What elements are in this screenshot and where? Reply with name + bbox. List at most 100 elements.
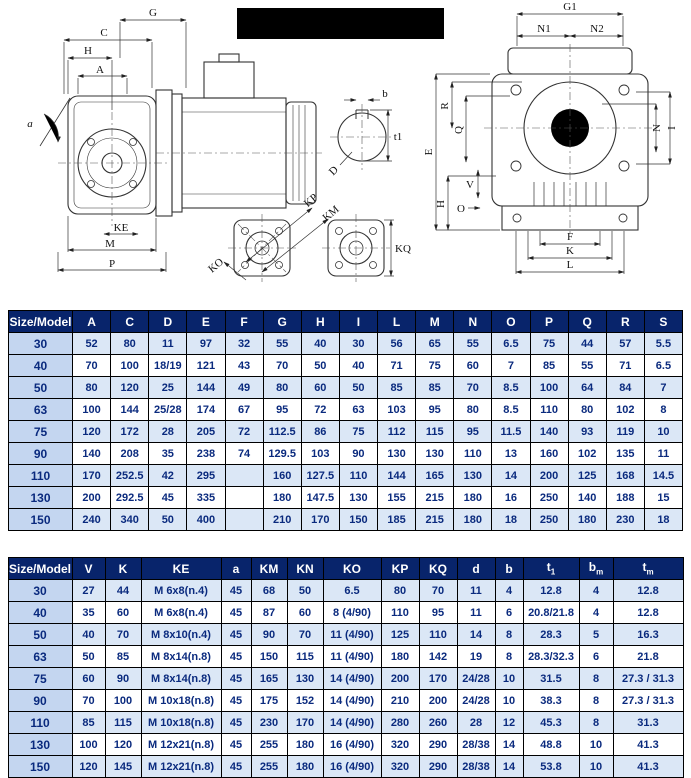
dim-label-v: V xyxy=(466,179,474,191)
cell: 27 xyxy=(71,579,106,602)
cell: 130 xyxy=(376,442,417,465)
cell: 140 xyxy=(71,442,112,465)
cell: 20.8/21.8 xyxy=(522,601,580,624)
cell: 80 xyxy=(110,332,150,355)
dim-label-h-left: H xyxy=(84,45,92,57)
cell: 55 xyxy=(453,332,493,355)
cell: M 10x18(n.8) xyxy=(140,689,222,712)
cell: 180 xyxy=(262,486,302,509)
row-model: 50 xyxy=(8,376,73,399)
dim-label-i: I xyxy=(666,126,678,130)
cell: 8 xyxy=(578,689,614,712)
cell: 85 xyxy=(376,376,417,399)
cell: 45 xyxy=(148,486,188,509)
cell: 230 xyxy=(605,508,645,531)
cell: 340 xyxy=(110,508,150,531)
cell: 8 xyxy=(494,623,524,646)
cell: 240 xyxy=(71,508,112,531)
cell: 45 xyxy=(220,645,252,668)
cell: 41.3 xyxy=(612,733,684,756)
cell: 4 xyxy=(494,579,524,602)
cell: 152 xyxy=(286,689,324,712)
column-header: KE xyxy=(140,557,222,580)
technical-drawing-panel: G C H A a KE M P b t1 D xyxy=(0,0,691,300)
cell: 145 xyxy=(104,755,142,778)
cell: 72 xyxy=(224,420,264,443)
cell: 97 xyxy=(186,332,226,355)
cell: 100 xyxy=(71,733,106,756)
dim-label-m: M xyxy=(105,238,115,250)
dim-label-t1: t1 xyxy=(394,131,403,143)
cell: 210 xyxy=(262,508,302,531)
cell: M 12x21(n.8) xyxy=(140,755,222,778)
cell: 24/28 xyxy=(456,667,496,690)
cell: 85 xyxy=(415,376,455,399)
cell: 65 xyxy=(415,332,455,355)
cell: 8.5 xyxy=(491,376,531,399)
cell: 180 xyxy=(286,733,324,756)
cell: 150 xyxy=(338,508,379,531)
cell: 71 xyxy=(605,354,645,377)
cell: 60 xyxy=(300,376,340,399)
cell: 41.3 xyxy=(612,755,684,778)
cell: 180 xyxy=(567,508,607,531)
cell: M 10x18(n.8) xyxy=(140,711,222,734)
cell: 100 xyxy=(110,354,150,377)
cell: 160 xyxy=(529,442,569,465)
cell: 115 xyxy=(286,645,324,668)
cell: 32 xyxy=(224,332,264,355)
cell: 93 xyxy=(567,420,607,443)
cell: 14 (4/90) xyxy=(322,667,382,690)
cell: 43 xyxy=(224,354,264,377)
cell: 14 xyxy=(456,623,496,646)
cell: 130 xyxy=(286,667,324,690)
column-header: N xyxy=(453,310,493,333)
rear-view xyxy=(491,47,649,231)
column-header: Q xyxy=(567,310,607,333)
cell: 85 xyxy=(529,354,569,377)
cell: 115 xyxy=(104,711,142,734)
cell: 56 xyxy=(376,332,417,355)
cell: 7 xyxy=(491,354,531,377)
cell: 110 xyxy=(338,464,379,487)
row-model: 75 xyxy=(8,420,73,443)
cell: 174 xyxy=(186,398,226,421)
cell: 208 xyxy=(110,442,150,465)
cell: 6 xyxy=(578,645,614,668)
cell: 142 xyxy=(418,645,458,668)
cell: 175 xyxy=(250,689,288,712)
cell: 210 xyxy=(380,689,420,712)
cell: 170 xyxy=(300,508,340,531)
cell: 16 (4/90) xyxy=(322,733,382,756)
cell: 170 xyxy=(71,464,112,487)
cell: 16 (4/90) xyxy=(322,755,382,778)
column-header: R xyxy=(605,310,645,333)
dim-label-n1: N1 xyxy=(537,23,550,35)
cell: 18 xyxy=(643,508,684,531)
cell: 28/38 xyxy=(456,755,496,778)
cell: 10 xyxy=(494,689,524,712)
column-header: S xyxy=(643,310,684,333)
cell: 290 xyxy=(418,733,458,756)
rear-view-centerlines xyxy=(484,44,654,236)
cell: 160 xyxy=(262,464,302,487)
cell: 49 xyxy=(224,376,264,399)
cell: 14.5 xyxy=(643,464,684,487)
cell: 8 xyxy=(578,667,614,690)
dim-label-l: L xyxy=(567,259,574,271)
cell: M 6x8(n.4) xyxy=(140,579,222,602)
cell: 8 (4/90) xyxy=(322,601,382,624)
cell: 13 xyxy=(491,442,531,465)
cell: 180 xyxy=(286,755,324,778)
cell: 28/38 xyxy=(456,733,496,756)
dim-label-e: E xyxy=(423,148,435,155)
cell: 53.8 xyxy=(522,755,580,778)
cell: 129.5 xyxy=(262,442,302,465)
cell: 18/19 xyxy=(148,354,188,377)
cell: 70 xyxy=(71,689,106,712)
